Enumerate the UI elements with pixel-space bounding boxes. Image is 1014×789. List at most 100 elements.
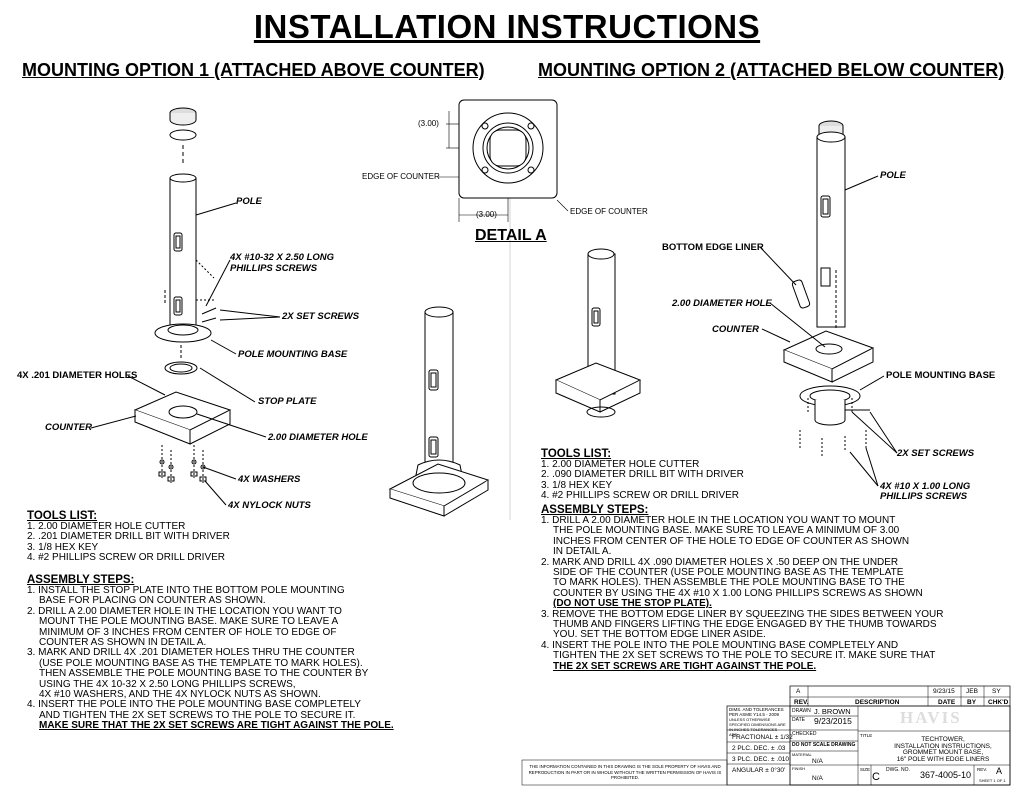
tb-head-rev: REV. [794, 699, 809, 706]
tools-list-2: 1. 2.00 DIAMETER HOLE CUTTER 2. .090 DIA… [541, 459, 744, 502]
tb-finish: FINISH [792, 766, 806, 771]
step-line: COUNTER AS SHOWN IN DETAIL A. [39, 637, 207, 649]
tb-rev-by: JEB [966, 688, 978, 695]
tb-head-chk: CHK'D [988, 699, 1009, 706]
tb-head-desc: DESCRIPTION [855, 699, 900, 706]
step-line: AND TIGHTEN THE 2X SET SCREWS TO THE POL… [39, 709, 356, 721]
step-line: 4X #10 WASHERS, AND THE 4X NYLOCK NUTS A… [39, 689, 321, 701]
tb-fractional: FRACTIONAL ± 1/32 [732, 734, 793, 741]
tool-item: 1. 2.00 DIAMETER HOLE CUTTER [541, 459, 700, 470]
step-line: THE 2X SET SCREWS ARE TIGHT AGAINST THE … [553, 660, 817, 672]
label-pole-1: POLE [236, 196, 262, 207]
label-screws-2b: PHILLIPS SCREWS [880, 491, 968, 502]
label-mount-base-1: POLE MOUNTING BASE [238, 349, 348, 360]
step-line: 1. INSTALL THE STOP PLATE INTO THE BOTTO… [27, 585, 345, 596]
step-line: THUMB AND FINGERS LIFTING THE EDGE ENGAG… [553, 619, 937, 631]
step-line: THE POLE MOUNTING BASE. MAKE SURE TO LEA… [553, 525, 900, 537]
tb-drawn-label: DRAWN [792, 708, 811, 714]
step-line: MOUNT THE POLE MOUNTING BASE. MAKE SURE … [39, 616, 339, 628]
tb-size: C [872, 771, 880, 783]
proprietary-notice: THE INFORMATION CONTAINED IN THIS DRAWIN… [528, 764, 722, 780]
detail-a-title: DETAIL A [475, 227, 547, 244]
option2-heading: MOUNTING OPTION 2 (ATTACHED BELOW COUNTE… [538, 60, 1005, 80]
step-line: MINIMUM OF 3 INCHES FROM CENTER OF HOLE … [39, 626, 337, 638]
step-line: USING THE 4X 10-32 X 2.50 LONG PHILLIPS … [39, 678, 296, 690]
label-screws-1: 4X #10-32 X 2.50 LONG [230, 252, 335, 263]
step-line: TIGHTEN THE 2X SET SCREWS TO THE POLE TO… [553, 650, 936, 662]
tool-item: 3. 1/8 HEX KEY [27, 541, 99, 553]
step-line: (DO NOT USE THE STOP PLATE). [553, 598, 712, 610]
tb-title-lines: TECHTOWER, INSTALLATION INSTRUCTIONS, GR… [894, 736, 992, 763]
step-line: 2. DRILL A 2.00 DIAMETER HOLE IN THE LOC… [27, 605, 342, 617]
tb-head-date: DATE [938, 699, 956, 706]
tb-dwg-no: 367-4005-10 [920, 770, 972, 780]
tb-material: MATERIAL [792, 752, 812, 757]
tb-drawn: J. BROWN [814, 707, 851, 716]
label-pole-2: POLE [880, 170, 906, 181]
detail-edge-right: EDGE OF COUNTER [570, 207, 648, 216]
tb-do-not-scale: DO NOT SCALE DRAWING [792, 742, 856, 748]
step-line: IN DETAIL A. [553, 546, 612, 558]
label-screws-2: 4X #10 X 1.00 LONG [880, 481, 971, 492]
label-set-screws-1: 2X SET SCREWS [282, 311, 360, 322]
step-line: 4. INSERT THE POLE INTO THE POLE MOUNTIN… [27, 699, 361, 711]
tb-na-1: N/A [812, 758, 823, 765]
tb-na-2: N/A [812, 775, 823, 782]
tools-list-1: 1. 2.00 DIAMETER HOLE CUTTER 2. .201 DIA… [27, 521, 230, 564]
tb-angular: ANGULAR ± 0°30' [732, 767, 786, 774]
tb-date: 9/23/2015 [814, 716, 852, 726]
step-line: THEN ASSEMBLE THE POLE MOUNTING BASE TO … [39, 668, 369, 680]
step-line: 1. DRILL A 2.00 DIAMETER HOLE IN THE LOC… [541, 515, 896, 526]
option1-heading: MOUNTING OPTION 1 (ATTACHED ABOVE COUNTE… [22, 60, 485, 80]
label-holes-1: 4X .201 DIAMETER HOLES [17, 370, 138, 381]
tb-rev: A [996, 766, 1003, 776]
label-nuts: 4X NYLOCK NUTS [228, 500, 311, 511]
detail-dim-horizontal: (3.00) [476, 210, 497, 219]
tb-three-plc: 3 PLC. DEC. ± .010 [732, 756, 790, 763]
step-line: MAKE SURE THAT THE 2X SET SCREWS ARE TIG… [39, 720, 394, 732]
label-counter-2: COUNTER [712, 324, 759, 335]
steps-title-2: ASSEMBLY STEPS: [541, 504, 649, 516]
step-line: BASE FOR PLACING ON COUNTER AS SHOWN. [39, 595, 266, 607]
page-title: INSTALLATION INSTRUCTIONS [253, 8, 761, 45]
steps-list-2: 1. DRILL A 2.00 DIAMETER HOLE IN THE LOC… [541, 515, 944, 672]
tb-rev-date: 9/23/15 [933, 688, 955, 695]
label-mount-base-2: POLE MOUNTING BASE [886, 370, 996, 381]
label-counter-1: COUNTER [45, 422, 92, 433]
label-stop-plate: STOP PLATE [258, 396, 317, 407]
label-liner: BOTTOM EDGE LINER [662, 242, 764, 253]
tb-rev-a: A [796, 688, 801, 695]
tb-tol-note: UNLESS OTHERWISE SPECIFIED DIMENSIONS AR… [729, 717, 786, 737]
tool-item: 2. .090 DIAMETER DRILL BIT WITH DRIVER [541, 469, 744, 481]
tb-tolerance-head: DIMS. AND TOLERANCES PER ASME Y14.5 - 20… [729, 707, 784, 717]
tb-rev-chk: SY [992, 688, 1001, 695]
label-diam-hole-2: 2.00 DIAMETER HOLE [672, 298, 772, 309]
steps-title-1: ASSEMBLY STEPS: [27, 574, 135, 586]
tool-item: 1. 2.00 DIAMETER HOLE CUTTER [27, 521, 186, 532]
step-line: 2. MARK AND DRILL 4X .090 DIAMETER HOLES… [541, 556, 899, 568]
tb-size-label: SIZE [860, 767, 871, 772]
step-line: 4. INSERT THE POLE INTO THE POLE MOUNTIN… [541, 639, 899, 651]
step-line: 3. REMOVE THE BOTTOM EDGE LINER BY SQUEE… [541, 608, 944, 620]
company-logo: HAVIS [900, 708, 962, 727]
label-diam-hole-1: 2.00 DIAMETER HOLE [268, 432, 368, 443]
step-line: (USE POLE MOUNTING BASE AS THE TEMPLATE … [39, 657, 363, 669]
tool-item: 3. 1/8 HEX KEY [541, 479, 613, 491]
tools-title-2: TOOLS LIST: [541, 448, 612, 460]
tb-checked: CHECKED [792, 731, 817, 737]
tool-item: 4. #2 PHILLIPS SCREW OR DRILL DRIVER [541, 490, 740, 502]
step-line: INCHES FROM CENTER OF THE HOLE TO EDGE O… [553, 535, 910, 547]
label-washers: 4X WASHERS [238, 474, 301, 485]
tools-title-1: TOOLS LIST: [27, 510, 98, 522]
detail-edge-left: EDGE OF COUNTER [362, 172, 440, 181]
step-line: TO MARK HOLES). THEN ASSEMBLE THE POLE M… [553, 577, 905, 589]
tb-title-label: TITLE [860, 733, 873, 738]
step-line: SIDE OF THE COUNTER (USE POLE MOUNTING B… [553, 567, 904, 579]
tb-two-plc: 2 PLC. DEC. ± .03 [732, 745, 786, 752]
tool-item: 2. .201 DIAMETER DRILL BIT WITH DRIVER [27, 531, 230, 543]
label-set-screws-2: 2X SET SCREWS [897, 448, 975, 459]
tb-dwg-label: DWG. NO. [886, 767, 910, 773]
step-line: 3. MARK AND DRILL 4X .201 DIAMETER HOLES… [27, 647, 355, 659]
step-line: COUNTER BY USING THE 4X #10 X 1.00 LONG … [553, 587, 923, 599]
